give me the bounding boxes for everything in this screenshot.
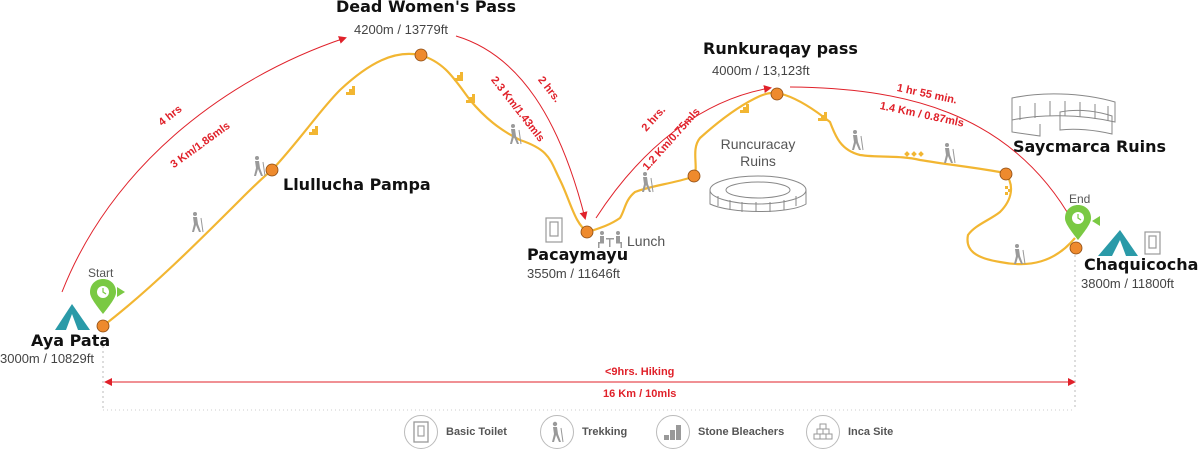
node-aya-pata — [96, 319, 110, 333]
toilet-icon — [545, 217, 1161, 255]
stairs-icon — [656, 415, 690, 449]
toilet-icon — [404, 415, 438, 449]
total-distance: 16 Km / 10mls — [603, 388, 677, 400]
camp-name-runkuraqay: Runkuraqay pass — [703, 39, 858, 58]
segment-arrow-2 — [455, 35, 588, 220]
node-saycmarca — [999, 167, 1013, 181]
stairs-icon — [309, 72, 1011, 195]
camp-elevation-dead-womens: 4200m / 13779ft — [354, 22, 448, 37]
legend-item-stone-bleachers: Stone Bleachers — [656, 412, 784, 452]
camp-name-chaquicocha: Chaquicocha — [1084, 255, 1198, 274]
tent-icon — [55, 230, 1138, 330]
legend-label: Basic Toilet — [446, 426, 507, 438]
hiker-icon — [192, 124, 1026, 265]
camp-name-pacaymayu: Pacaymayu — [527, 245, 629, 264]
legend-item-inca-site: Inca Site — [806, 412, 893, 452]
start-label: Start — [88, 266, 114, 280]
lunch-icon — [598, 231, 622, 248]
node-runcuracay — [687, 169, 701, 183]
camp-elevation-chaquicocha: 3800m / 11800ft — [1081, 276, 1174, 291]
inca-site-icon — [806, 415, 840, 449]
node-llullucha — [265, 163, 279, 177]
total-time: <9hrs. Hiking — [605, 366, 675, 378]
ruin-name-runcuracay: Runcuracay Ruins — [720, 136, 796, 169]
segment-arrow-1 — [61, 36, 347, 293]
camp-name-dead-womens: Dead Women's Pass — [336, 0, 517, 16]
node-chaquicocha — [1069, 241, 1083, 255]
end-marker-icon — [1065, 205, 1100, 240]
camp-name-llullucha: Llullucha Pampa — [283, 175, 431, 194]
legend-label: Stone Bleachers — [698, 426, 785, 438]
node-dead-womens — [414, 48, 428, 62]
runcuracay-ruins-illustration — [709, 175, 807, 212]
node-runkuraqay — [770, 87, 784, 101]
end-label: End — [1069, 192, 1091, 206]
camp-elevation-runkuraqay: 4000m / 13,123ft — [712, 63, 810, 78]
legend-label: Trekking — [582, 426, 628, 438]
legend-item-trekking: Trekking — [540, 412, 627, 452]
start-marker-icon — [90, 279, 125, 314]
ruin-name-saycmarca: Saycmarca Ruins — [1013, 137, 1167, 156]
camp-name-aya-pata: Aya Pata — [31, 331, 111, 350]
saycmarca-ruins-illustration — [1011, 93, 1116, 137]
camp-elevation-pacaymayu: 3550m / 11646ft — [527, 266, 620, 281]
legend-label: Inca Site — [848, 426, 894, 438]
segment-arrow-3 — [595, 85, 772, 219]
lunch-label: Lunch — [627, 233, 666, 249]
segment-arrow-4 — [789, 86, 1074, 224]
node-pacaymayu — [580, 225, 594, 239]
camp-nodes — [96, 48, 1083, 333]
legend-item-toilet: Basic Toilet — [404, 412, 507, 452]
camp-elevation-aya-pata: 3000m / 10829ft — [0, 351, 94, 366]
hiker-icon — [540, 415, 574, 449]
